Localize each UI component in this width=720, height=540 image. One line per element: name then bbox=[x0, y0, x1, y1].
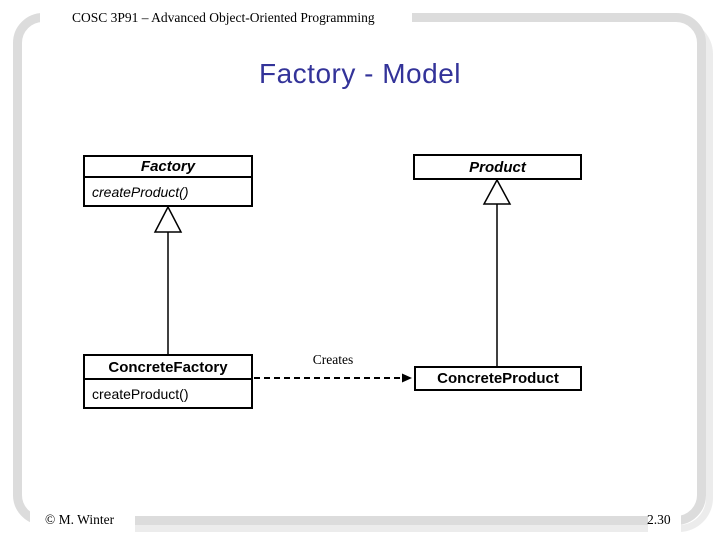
class-method-concretefactory-createproduct: createProduct() bbox=[92, 385, 189, 402]
class-method-factory-createproduct: createProduct() bbox=[92, 183, 189, 200]
course-header: COSC 3P91 – Advanced Object-Oriented Pro… bbox=[72, 10, 375, 25]
slide-number: 2.30 bbox=[647, 512, 671, 527]
class-name-product: Product bbox=[469, 158, 526, 176]
frame-gap-cover-bottom-left bbox=[30, 509, 135, 540]
class-name-concretefactory: ConcreteFactory bbox=[85, 356, 251, 380]
frame-gap-cover-top bbox=[40, 6, 412, 36]
footer-copyright: © M. Winter bbox=[45, 512, 115, 527]
slide-title: Factory - Model bbox=[259, 58, 461, 89]
uml-class-concreteproduct: ConcreteProduct bbox=[414, 366, 582, 391]
slide-frame-shadow bbox=[20, 20, 713, 532]
dependency-label-creates: Creates bbox=[312, 352, 354, 367]
frame-gap-cover-bottom-right bbox=[648, 509, 681, 540]
uml-class-concretefactory: ConcreteFactory createProduct() bbox=[83, 354, 253, 409]
class-name-factory: Factory bbox=[85, 157, 251, 178]
uml-class-product: Product bbox=[413, 154, 582, 180]
class-name-concreteproduct: ConcreteProduct bbox=[437, 370, 559, 387]
uml-class-factory: Factory createProduct() bbox=[83, 155, 253, 207]
